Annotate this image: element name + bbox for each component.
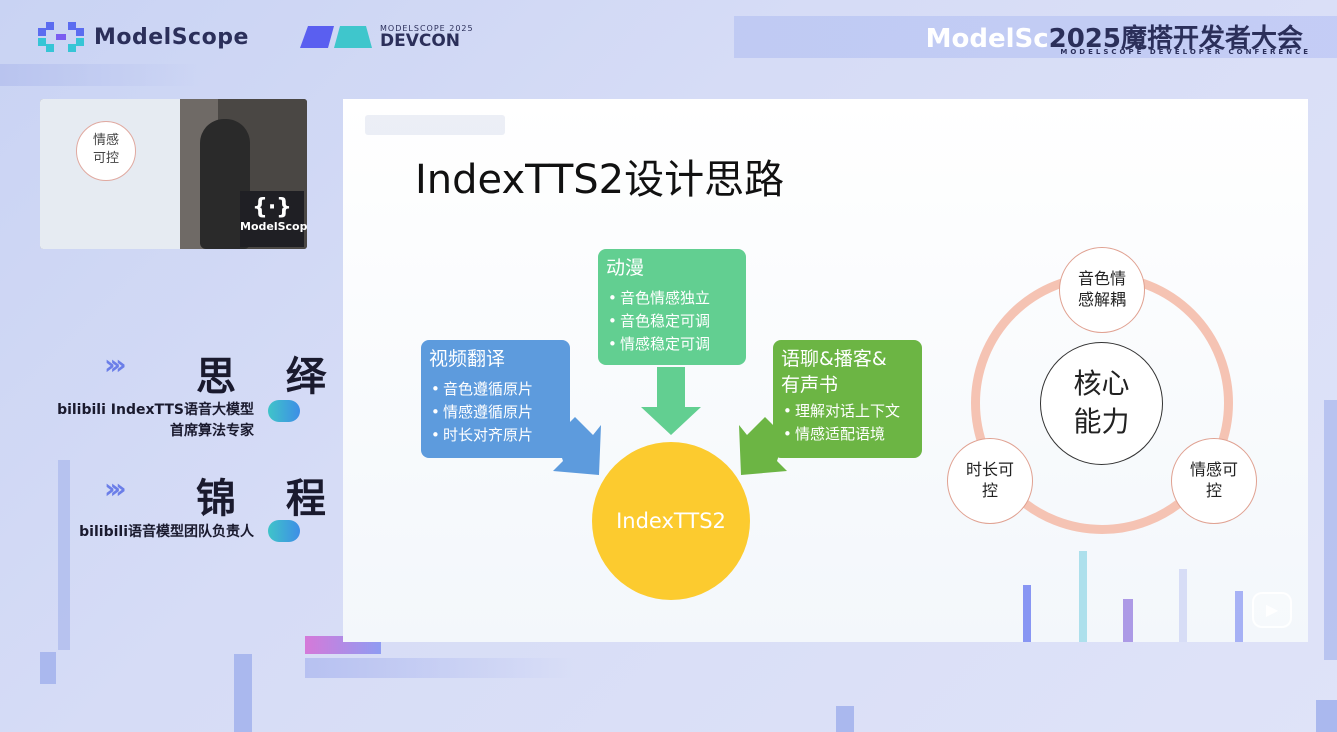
stage-logo-word: ModelScope <box>240 220 307 233</box>
decor-stripe <box>836 706 854 732</box>
node-emotion-control: 情感可 控 <box>1171 438 1257 524</box>
box-video-item: 时长对齐原片 <box>431 424 562 447</box>
decor-bar <box>1123 599 1133 642</box>
box-anime-item: 音色情感独立 <box>608 287 738 310</box>
node-timbre-emotion-decoupling: 音色情 感解耦 <box>1059 247 1145 333</box>
decor-bar <box>1179 569 1187 642</box>
speaker2-role: bilibili语音模型团队负责人 <box>79 524 254 540</box>
box-chat-podcast: 语聊&播客& 有声书 理解对话上下文 情感适配语境 <box>773 340 922 458</box>
slide-watermark <box>365 115 505 135</box>
speaker-camera-feed: 情感可控 {·} ModelScope <box>40 99 307 249</box>
devcon-logo-icon <box>300 25 372 48</box>
arrow-down <box>641 367 701 435</box>
box-anime-title: 动漫 <box>606 257 645 279</box>
play-icon[interactable]: ▶ <box>1252 592 1292 628</box>
camera-stage-logo: {·} ModelScope <box>240 191 307 247</box>
devcon-big-text: DEVCON <box>380 31 461 51</box>
decor-bar <box>1235 591 1243 642</box>
node-left-line2: 控 <box>981 481 998 500</box>
conference-title-overlay: ModelSc <box>925 24 1049 54</box>
indextts2-circle: IndexTTS2 <box>592 442 750 600</box>
box-video-item: 情感遵循原片 <box>431 401 562 424</box>
bilibili-cloud-icon <box>268 520 300 542</box>
box-chat-title-line2: 有声书 <box>781 374 839 396</box>
node-left-line1: 时长可 <box>965 460 1014 479</box>
decor-stripe <box>305 658 575 678</box>
node-top-line2: 感解耦 <box>1077 290 1126 309</box>
devcon-small-text: MODELSCOPE 2025 <box>380 24 474 33</box>
core-ability-node: 核心 能力 <box>1040 342 1163 465</box>
modelscope-logo-icon <box>38 22 84 52</box>
decor-stripe <box>0 64 200 86</box>
conference-title-main: 2025魔搭开发者大会 <box>1048 24 1303 54</box>
speaker1-role-line2: 首席算法专家 <box>170 423 254 439</box>
box-anime-item: 音色稳定可调 <box>608 310 738 333</box>
box-chat-item: 情感适配语境 <box>783 423 914 446</box>
header-banner-bar <box>734 16 1337 58</box>
bilibili-cloud-icon <box>268 400 300 422</box>
core-line2: 能力 <box>1073 405 1130 438</box>
speaker2-arrows-icon: ››› <box>104 472 126 505</box>
speaker1-role: bilibili IndexTTS语音大模型 首席算法专家 <box>40 400 254 442</box>
speaker1-arrows-icon: ››› <box>104 348 126 381</box>
box-chat-item: 理解对话上下文 <box>783 400 914 423</box>
node-top-line1: 音色情 <box>1077 269 1126 288</box>
node-duration-control: 时长可 控 <box>947 438 1033 524</box>
box-chat-title: 语聊&播客& 有声书 <box>781 346 914 398</box>
box-video-title: 视频翻译 <box>429 348 506 370</box>
slide-title: IndexTTS2设计思路 <box>415 157 785 203</box>
box-video-translation: 视频翻译 音色遵循原片 情感遵循原片 时长对齐原片 <box>421 340 570 458</box>
core-line1: 核心 <box>1073 367 1130 400</box>
node-right-line1: 情感可 <box>1189 460 1238 479</box>
box-anime-item: 情感稳定可调 <box>608 333 738 356</box>
conference-subtitle: MODELSCOPE DEVELOPER CONFERENCE <box>1060 48 1311 56</box>
decor-bar <box>1079 551 1087 642</box>
decor-stripe <box>40 652 56 684</box>
speaker1-name: 思 绎 <box>196 354 344 400</box>
decor-stripe <box>1316 700 1337 732</box>
modelscope-logo-text: ModelScope <box>94 24 249 50</box>
camera-slide-circle: 情感可控 <box>76 121 136 181</box>
speaker2-name: 锦 程 <box>196 476 344 522</box>
box-video-item: 音色遵循原片 <box>431 378 562 401</box>
decor-bar <box>1023 585 1031 642</box>
speaker1-role-line1: bilibili IndexTTS语音大模型 <box>57 402 254 418</box>
box-chat-title-line1: 语聊&播客& <box>781 348 887 370</box>
decor-stripe <box>234 654 252 732</box>
presentation-slide: IndexTTS2设计思路 视频翻译 音色遵循原片 情感遵循原片 时长对齐原片 … <box>343 99 1308 642</box>
modelscope-logo: ModelScope <box>38 22 249 52</box>
decor-stripe <box>58 460 70 650</box>
decor-stripe <box>1324 400 1337 660</box>
box-anime: 动漫 音色情感独立 音色稳定可调 情感稳定可调 <box>598 249 746 365</box>
devcon-logo: MODELSCOPE 2025 DEVCON <box>300 24 474 51</box>
conference-title: ModelSc2025魔搭开发者大会 <box>926 18 1303 55</box>
stage-logo-icon: {·} <box>252 195 292 220</box>
node-right-line2: 控 <box>1205 481 1222 500</box>
